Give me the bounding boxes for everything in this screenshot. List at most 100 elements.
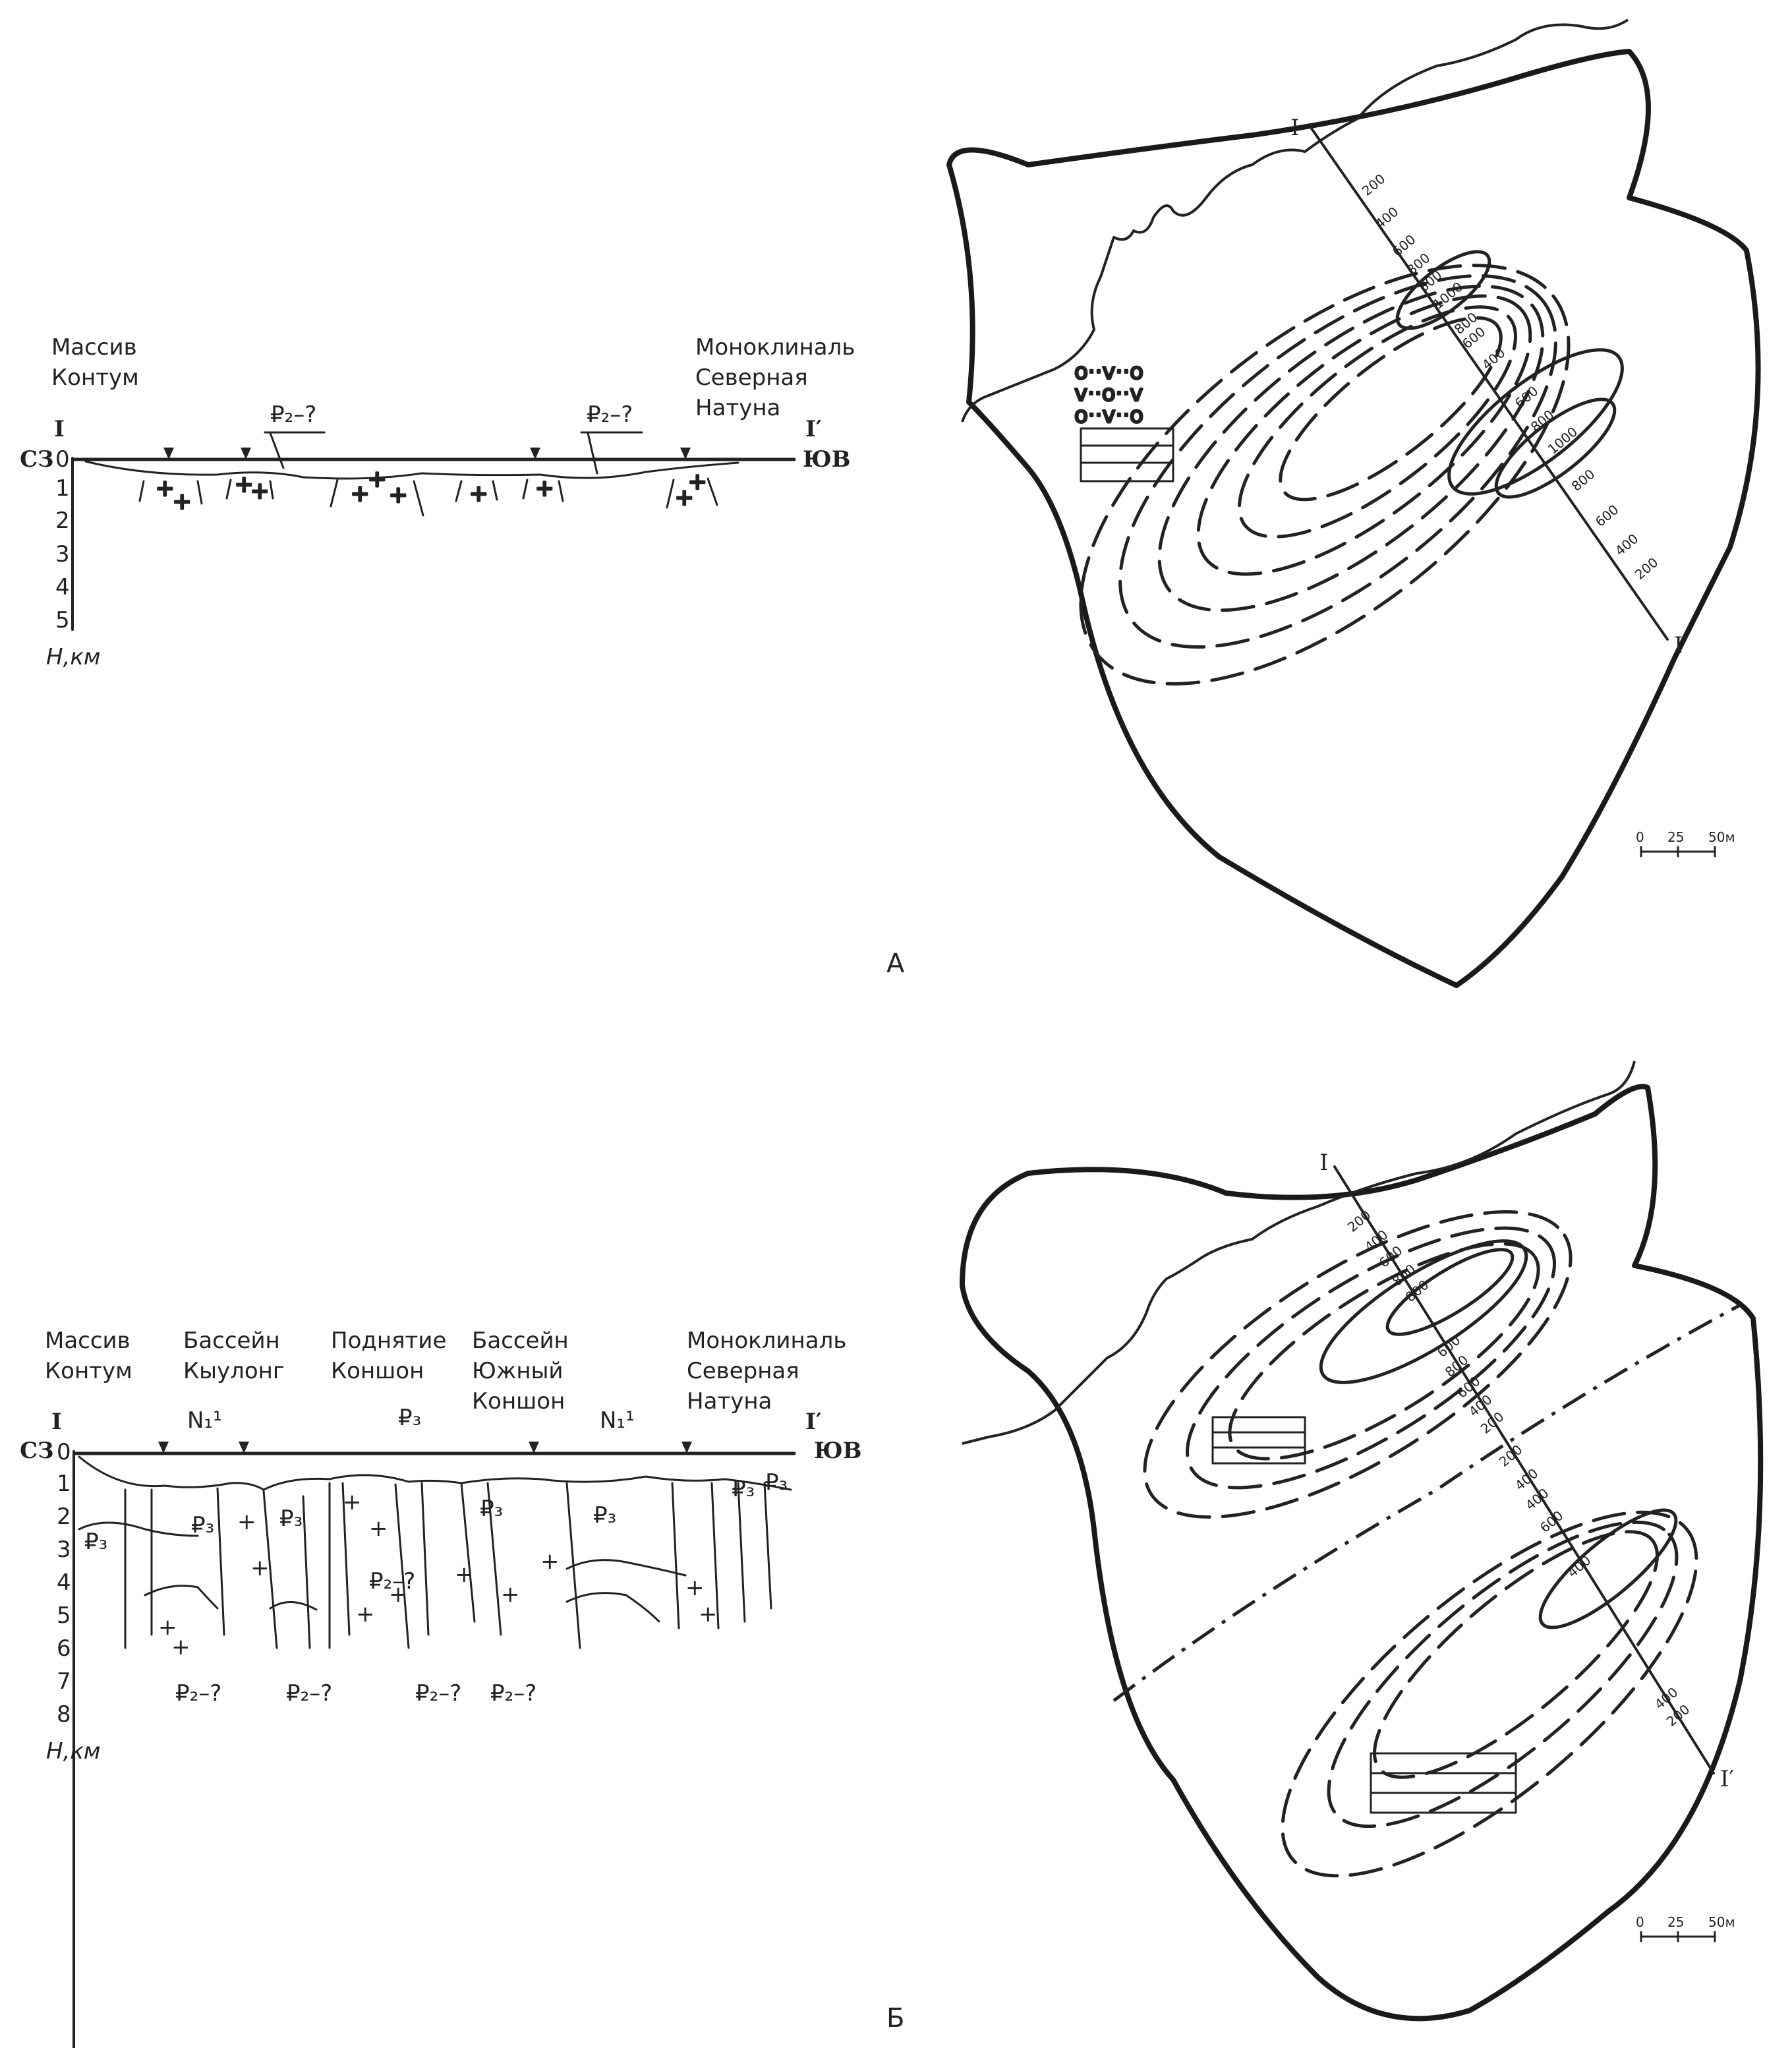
svg-text:+: + bbox=[469, 481, 488, 507]
svg-text:o··v··o: o··v··o bbox=[1074, 359, 1143, 385]
svg-text:v··o··v: v··o··v bbox=[1074, 380, 1143, 407]
section-b-depth-ticks: 0 1 2 3 4 5 6 7 8 bbox=[57, 1439, 71, 1728]
svg-text:+: + bbox=[685, 1575, 705, 1601]
section-a-end-marker: I′ bbox=[805, 416, 822, 442]
stratum-label: ₽₃ bbox=[84, 1529, 107, 1555]
section-b-wells bbox=[158, 1442, 692, 1453]
section-a-depth-ticks: 0 1 2 3 4 5 bbox=[55, 446, 70, 633]
section-a-left-label-1: Массив bbox=[51, 334, 137, 361]
depth-tick: 5 bbox=[57, 1602, 71, 1629]
section-a-granite-bodies: ++ ++ +++ + + ++ bbox=[138, 465, 718, 517]
contour-label: 200 bbox=[1632, 554, 1662, 583]
svg-text:+: + bbox=[699, 1601, 718, 1627]
section-a-annotation-2: ₽₂–? bbox=[587, 401, 633, 428]
depth-tick: 1 bbox=[55, 475, 70, 502]
svg-text:+: + bbox=[540, 1548, 560, 1575]
stratum-label: ₽₂–? bbox=[175, 1680, 221, 1707]
panel-b-letter: Б bbox=[886, 2003, 904, 2033]
svg-text:+: + bbox=[356, 1601, 375, 1627]
section-b-p3-labels: ₽₃ ₽₃ ₽₃ ₽₃ ₽₃ ₽₃ ₽₃ ₽₃ bbox=[84, 1405, 788, 1555]
map-a-coastline bbox=[961, 18, 1629, 423]
section-b-label-1a: Массив bbox=[45, 1328, 130, 1354]
contour-label: 200 bbox=[1359, 171, 1389, 199]
scale-tick: 25 bbox=[1667, 1914, 1684, 1930]
scale-tick: 25 bbox=[1667, 829, 1684, 845]
svg-text:+: + bbox=[389, 482, 408, 508]
svg-text:+: + bbox=[389, 1581, 408, 1608]
section-a-right-direction: ЮВ bbox=[803, 446, 851, 473]
panel-a-section: Массив Контум Моноклиналь Северная Натун… bbox=[20, 334, 855, 670]
map-a-profile-line bbox=[1310, 127, 1669, 641]
section-a-left-direction: СЗ bbox=[20, 446, 54, 473]
map-b-profile-start: I bbox=[1319, 1150, 1328, 1176]
svg-text:+: + bbox=[351, 481, 370, 507]
depth-tick: 8 bbox=[57, 1701, 71, 1728]
stratum-label: ₽₂–? bbox=[286, 1680, 332, 1707]
well-marker bbox=[163, 448, 174, 459]
well-marker bbox=[239, 1442, 249, 1453]
section-b-n1-labels: N₁¹ N₁¹ bbox=[187, 1407, 635, 1434]
depth-tick: 2 bbox=[57, 1504, 71, 1530]
svg-text:+: + bbox=[171, 1634, 190, 1660]
depth-tick: 5 bbox=[55, 607, 70, 633]
section-a-right-label-1: Моноклиналь bbox=[695, 334, 855, 361]
svg-text:+: + bbox=[501, 1581, 520, 1608]
svg-text:+: + bbox=[675, 484, 694, 511]
stratum-label: ₽₂–? bbox=[369, 1568, 415, 1595]
stratum-label: ₽₃ bbox=[593, 1502, 616, 1529]
depth-tick: 6 bbox=[57, 1635, 71, 1662]
map-a-basin-outline bbox=[946, 49, 1761, 988]
stratum-label: N₁¹ bbox=[600, 1407, 635, 1434]
map-a-profile-end: I′ bbox=[1674, 632, 1688, 658]
stratum-label: ₽₃ bbox=[398, 1405, 421, 1431]
svg-text:+: + bbox=[369, 1515, 388, 1542]
depth-tick: 0 bbox=[55, 446, 70, 473]
well-marker bbox=[680, 448, 691, 459]
svg-text:+: + bbox=[173, 488, 192, 515]
map-b-fault-line bbox=[1113, 1303, 1741, 1702]
section-b-left-direction: СЗ bbox=[20, 1438, 54, 1464]
svg-text:+: + bbox=[158, 1614, 177, 1641]
section-a-wells bbox=[163, 448, 691, 459]
panel-b-map: I I′ 200 400 600 800 800 600 800 600 400… bbox=[960, 1061, 1764, 2022]
section-b-horizons bbox=[78, 1455, 792, 1649]
section-b-label-5c: Натуна bbox=[687, 1388, 772, 1415]
map-b-profile-end: I′ bbox=[1720, 1766, 1734, 1792]
section-b-right-direction: ЮВ bbox=[814, 1438, 862, 1464]
depth-tick: 3 bbox=[57, 1536, 71, 1563]
svg-text:+: + bbox=[455, 1562, 474, 1588]
depth-tick: 4 bbox=[57, 1569, 71, 1596]
stratum-label: ₽₃ bbox=[191, 1512, 214, 1538]
scale-tick: 50м bbox=[1708, 829, 1735, 845]
map-a-scale-bar: 0 25 50м bbox=[1636, 829, 1735, 858]
scale-tick: 0 bbox=[1636, 1914, 1644, 1930]
depth-tick: 4 bbox=[55, 574, 70, 600]
section-b-label-1b: Контум bbox=[45, 1358, 132, 1384]
svg-text:+: + bbox=[368, 466, 387, 492]
map-a-profile-start: I bbox=[1290, 115, 1299, 141]
svg-text:+: + bbox=[250, 1555, 270, 1581]
stratum-label: ₽₃ bbox=[279, 1506, 303, 1532]
contour-label: 400 bbox=[1372, 204, 1402, 232]
map-a-contour-labels: 200 400 600 800 800 1000 800 600 400 600… bbox=[1359, 171, 1662, 583]
section-b-label-3a: Поднятие bbox=[331, 1328, 446, 1354]
panel-b-section: Массив Контум Бассейн Кыулонг Поднятие К… bbox=[20, 1328, 862, 2048]
section-b-label-4c: Коншон bbox=[472, 1388, 565, 1415]
section-b-label-4a: Бассейн bbox=[472, 1328, 569, 1354]
map-b-coastline bbox=[962, 1061, 1636, 1445]
section-b-label-3b: Коншон bbox=[331, 1358, 424, 1384]
section-b-label-2a: Бассейн bbox=[183, 1328, 280, 1354]
section-b-depth-axis-label: H,км bbox=[46, 1738, 101, 1765]
svg-text:+: + bbox=[688, 469, 707, 495]
contour-label: 800 bbox=[1569, 466, 1598, 494]
svg-text:+: + bbox=[235, 471, 254, 498]
contour-label: 400 bbox=[1479, 345, 1509, 373]
svg-text:+: + bbox=[237, 1509, 256, 1535]
scale-tick: 50м bbox=[1708, 1914, 1735, 1930]
section-a-start-marker: I bbox=[54, 416, 65, 442]
map-b-contour-labels: 200 400 600 800 800 600 800 600 400 200 … bbox=[1344, 1207, 1693, 1730]
section-b-label-5b: Северная bbox=[687, 1358, 799, 1384]
panel-a-map: I I′ 200 400 600 800 800 1000 800 600 40… bbox=[946, 18, 1761, 988]
stratum-label: N₁¹ bbox=[187, 1407, 222, 1434]
map-b-isopachs bbox=[1143, 1210, 1698, 1878]
